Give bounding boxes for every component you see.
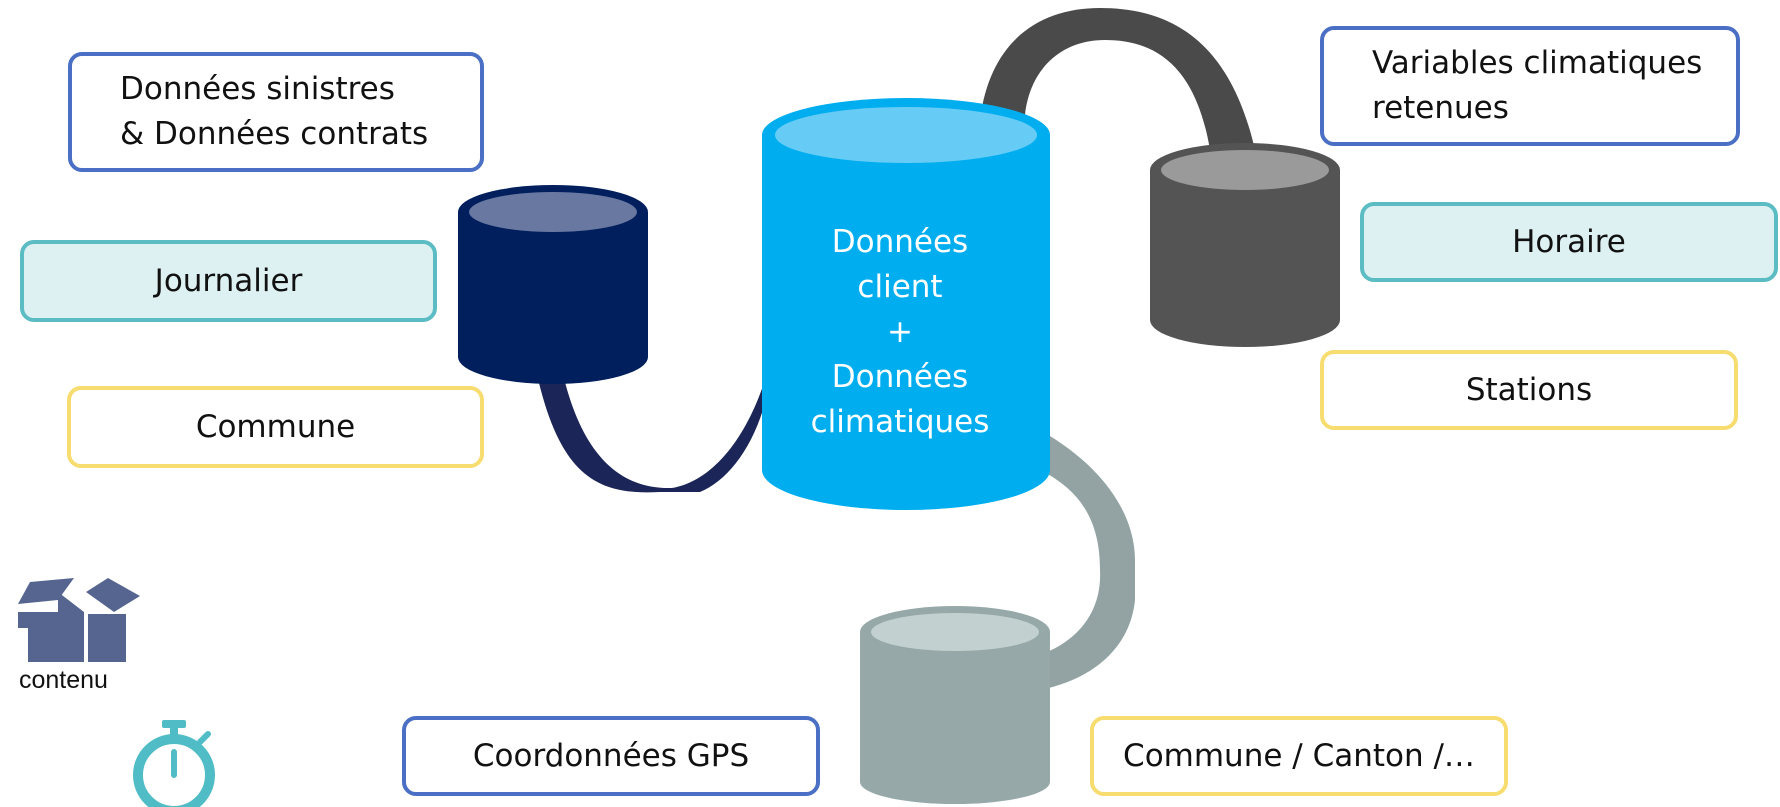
left-location-text: Commune xyxy=(195,408,356,445)
connector-left xyxy=(536,340,775,493)
right-frequency-box: Horaire xyxy=(1360,202,1778,282)
left-content-text: Données sinistres & Données contrats xyxy=(120,71,429,152)
bottom-admin-text: Commune / Canton /… xyxy=(1123,737,1475,774)
right-location-box: Stations xyxy=(1320,350,1738,430)
cylinder-left-navy xyxy=(458,185,648,384)
right-location-text: Stations xyxy=(1465,371,1593,408)
bottom-admin-box: Commune / Canton /… xyxy=(1090,716,1508,796)
legend-content-label: contenu xyxy=(19,666,108,694)
open-box-icon xyxy=(18,578,140,662)
bottom-gps-box: Coordonnées GPS xyxy=(402,716,820,796)
bottom-gps-text: Coordonnées GPS xyxy=(472,737,750,774)
connector-bottom xyxy=(1040,430,1135,690)
cylinder-right-dark-gray xyxy=(1150,143,1340,347)
cylinder-center-blue xyxy=(762,98,1050,510)
left-frequency-text: Journalier xyxy=(154,262,303,299)
right-content-text: Variables climatiques retenues xyxy=(1372,45,1703,126)
left-frequency-box: Journalier xyxy=(20,240,437,322)
center-cylinder-label: Données client + Données climatiques xyxy=(810,224,990,440)
stopwatch-icon xyxy=(133,720,215,807)
left-content-box: Données sinistres & Données contrats xyxy=(68,52,484,172)
right-frequency-text: Horaire xyxy=(1512,223,1626,260)
right-content-box: Variables climatiques retenues xyxy=(1320,26,1740,146)
connector-right-top xyxy=(980,8,1255,150)
cylinder-bottom-light-gray xyxy=(860,606,1050,804)
left-location-box: Commune xyxy=(67,386,484,468)
